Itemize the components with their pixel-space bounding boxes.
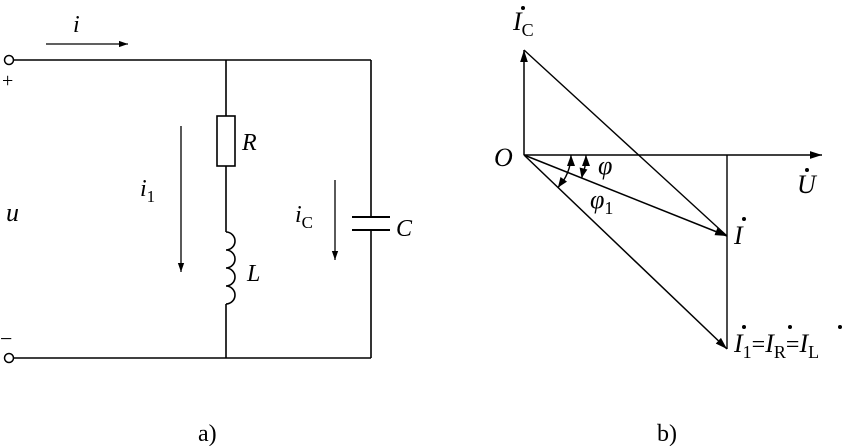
phi1-label: φ1 (590, 185, 613, 218)
phi1-arc-arrowhead-2 (557, 177, 567, 188)
phi-label: φ (598, 151, 612, 180)
resistor (216, 115, 236, 167)
phi-arc-arrowhead-2 (579, 167, 588, 179)
ic-to-i-line (523, 49, 728, 237)
caption-b: b) (657, 421, 677, 446)
bottom-terminal (3, 352, 15, 364)
phasor-i (523, 154, 728, 237)
voltage-u-label: u (6, 198, 19, 227)
minus-sign: − (0, 326, 12, 351)
current-i-label: i (73, 12, 80, 38)
resistor-label: R (241, 130, 257, 156)
inductor-label: L (246, 261, 260, 287)
currents-equation: I1=IR=IL (733, 329, 819, 362)
caption-a: a) (198, 421, 217, 446)
u-phasor-label: U (797, 170, 818, 199)
i-phasor-label: I (733, 221, 744, 250)
phasor-i1 (523, 154, 728, 350)
ic-phasor-label: IC (512, 7, 534, 40)
phasor-diagram: IC O φ φ1 U I I1=IR=IL b) (494, 6, 842, 446)
phi-arc-arrowhead (582, 155, 590, 166)
i-dot (742, 217, 746, 221)
circuit-diagram: i + − u i1 R L iC C a) (0, 12, 413, 446)
plus-sign: + (2, 70, 13, 92)
inductor (225, 231, 236, 305)
u-dot (805, 168, 809, 172)
top-terminal (3, 54, 15, 66)
ic-dot (521, 6, 525, 10)
capacitor-label: C (396, 216, 413, 242)
i1-dot (742, 325, 746, 329)
current-i1-label: i1 (140, 176, 155, 206)
origin-label: O (494, 143, 513, 172)
phi1-arc-arrowhead (567, 155, 575, 166)
il-dot (838, 325, 842, 329)
current-ic-label: iC (295, 202, 313, 232)
ir-dot (788, 325, 792, 329)
